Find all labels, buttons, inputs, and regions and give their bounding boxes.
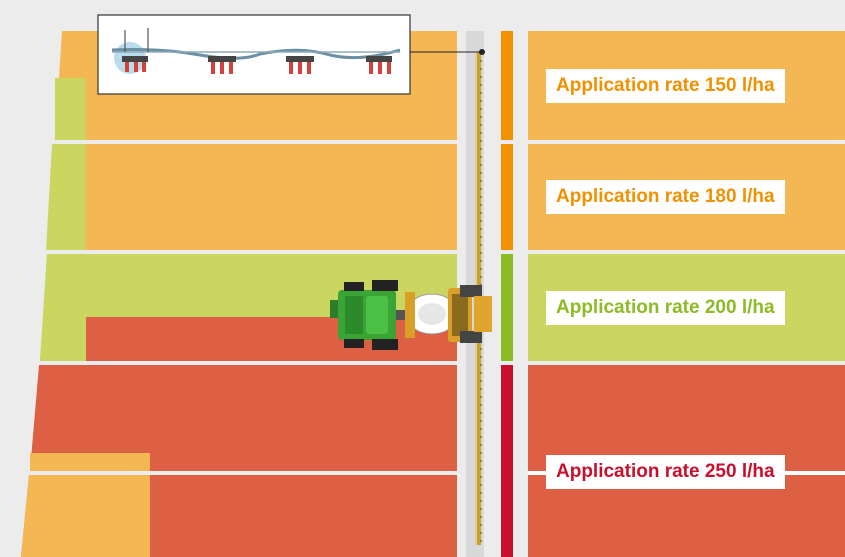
rate-bars [501,31,513,557]
orange-patch-2 [21,475,150,557]
boom-section-inset [97,14,485,95]
green-strip-3 [40,254,86,361]
red-patch [86,317,457,361]
rate-label-150: Application rate 150 l/ha [546,69,785,103]
green-strip-2 [46,144,86,250]
green-strip [55,78,86,140]
tractor-sprayer-icon [330,280,492,350]
field-area [21,31,457,557]
rate-label-180: Application rate 180 l/ha [546,180,785,214]
rate-bar-2 [501,144,513,250]
rate-label-250: Application rate 250 l/ha [546,455,785,489]
rate-bar-1 [501,31,513,140]
orange-patch [30,453,150,471]
boom-nozzle-section-icon [111,28,401,74]
field-zone-4 [30,365,457,471]
rate-bar-4 [501,365,513,557]
rate-bar-3 [501,254,513,361]
rate-label-200: Application rate 200 l/ha [546,291,785,325]
field-zone-2 [48,144,457,250]
